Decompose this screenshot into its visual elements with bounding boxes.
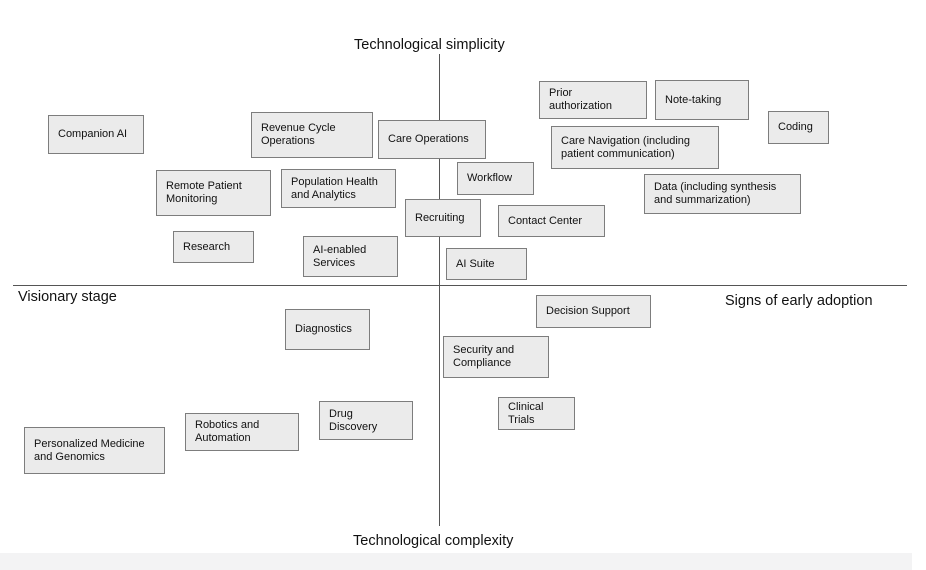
vertical-axis-line xyxy=(439,54,440,526)
box-text: Note-taking xyxy=(665,93,722,106)
box-ai-suite: AI Suite xyxy=(446,248,527,280)
box-text: Research xyxy=(183,240,231,253)
box-decision-support: Decision Support xyxy=(536,295,651,328)
box-text: AI Suite xyxy=(456,257,495,270)
box-note-taking: Note-taking xyxy=(655,80,749,120)
bottom-strip xyxy=(0,553,912,570)
box-text: Care Operations xyxy=(388,133,469,145)
box-text: Diagnostics xyxy=(295,323,352,335)
box-text: Decision Support xyxy=(546,305,630,317)
horizontal-axis-line xyxy=(13,285,907,286)
box-workflow: Workflow xyxy=(457,162,534,195)
axis-label-left: Visionary stage xyxy=(18,289,117,305)
axis-label-bottom: Technological complexity xyxy=(353,533,514,549)
box-text: Companion AI xyxy=(58,128,128,140)
axis-label-right: Signs of early adoption xyxy=(725,293,873,309)
box-text: Contact Center xyxy=(508,214,582,227)
box-research: Research xyxy=(173,231,254,263)
box-coding: Coding xyxy=(768,111,829,144)
box-text: Recruiting xyxy=(415,211,465,224)
box-text: Workflow xyxy=(467,172,513,184)
box-care-operations: Care Operations xyxy=(378,120,486,159)
box-contact-center: Contact Center xyxy=(498,205,605,237)
box-diagnostics: Diagnostics xyxy=(285,309,370,350)
box-text: Coding xyxy=(778,121,813,133)
box-recruiting: Recruiting xyxy=(405,199,481,237)
box-companion-ai: Companion AI xyxy=(48,115,144,154)
axis-label-top: Technological simplicity xyxy=(354,37,505,53)
